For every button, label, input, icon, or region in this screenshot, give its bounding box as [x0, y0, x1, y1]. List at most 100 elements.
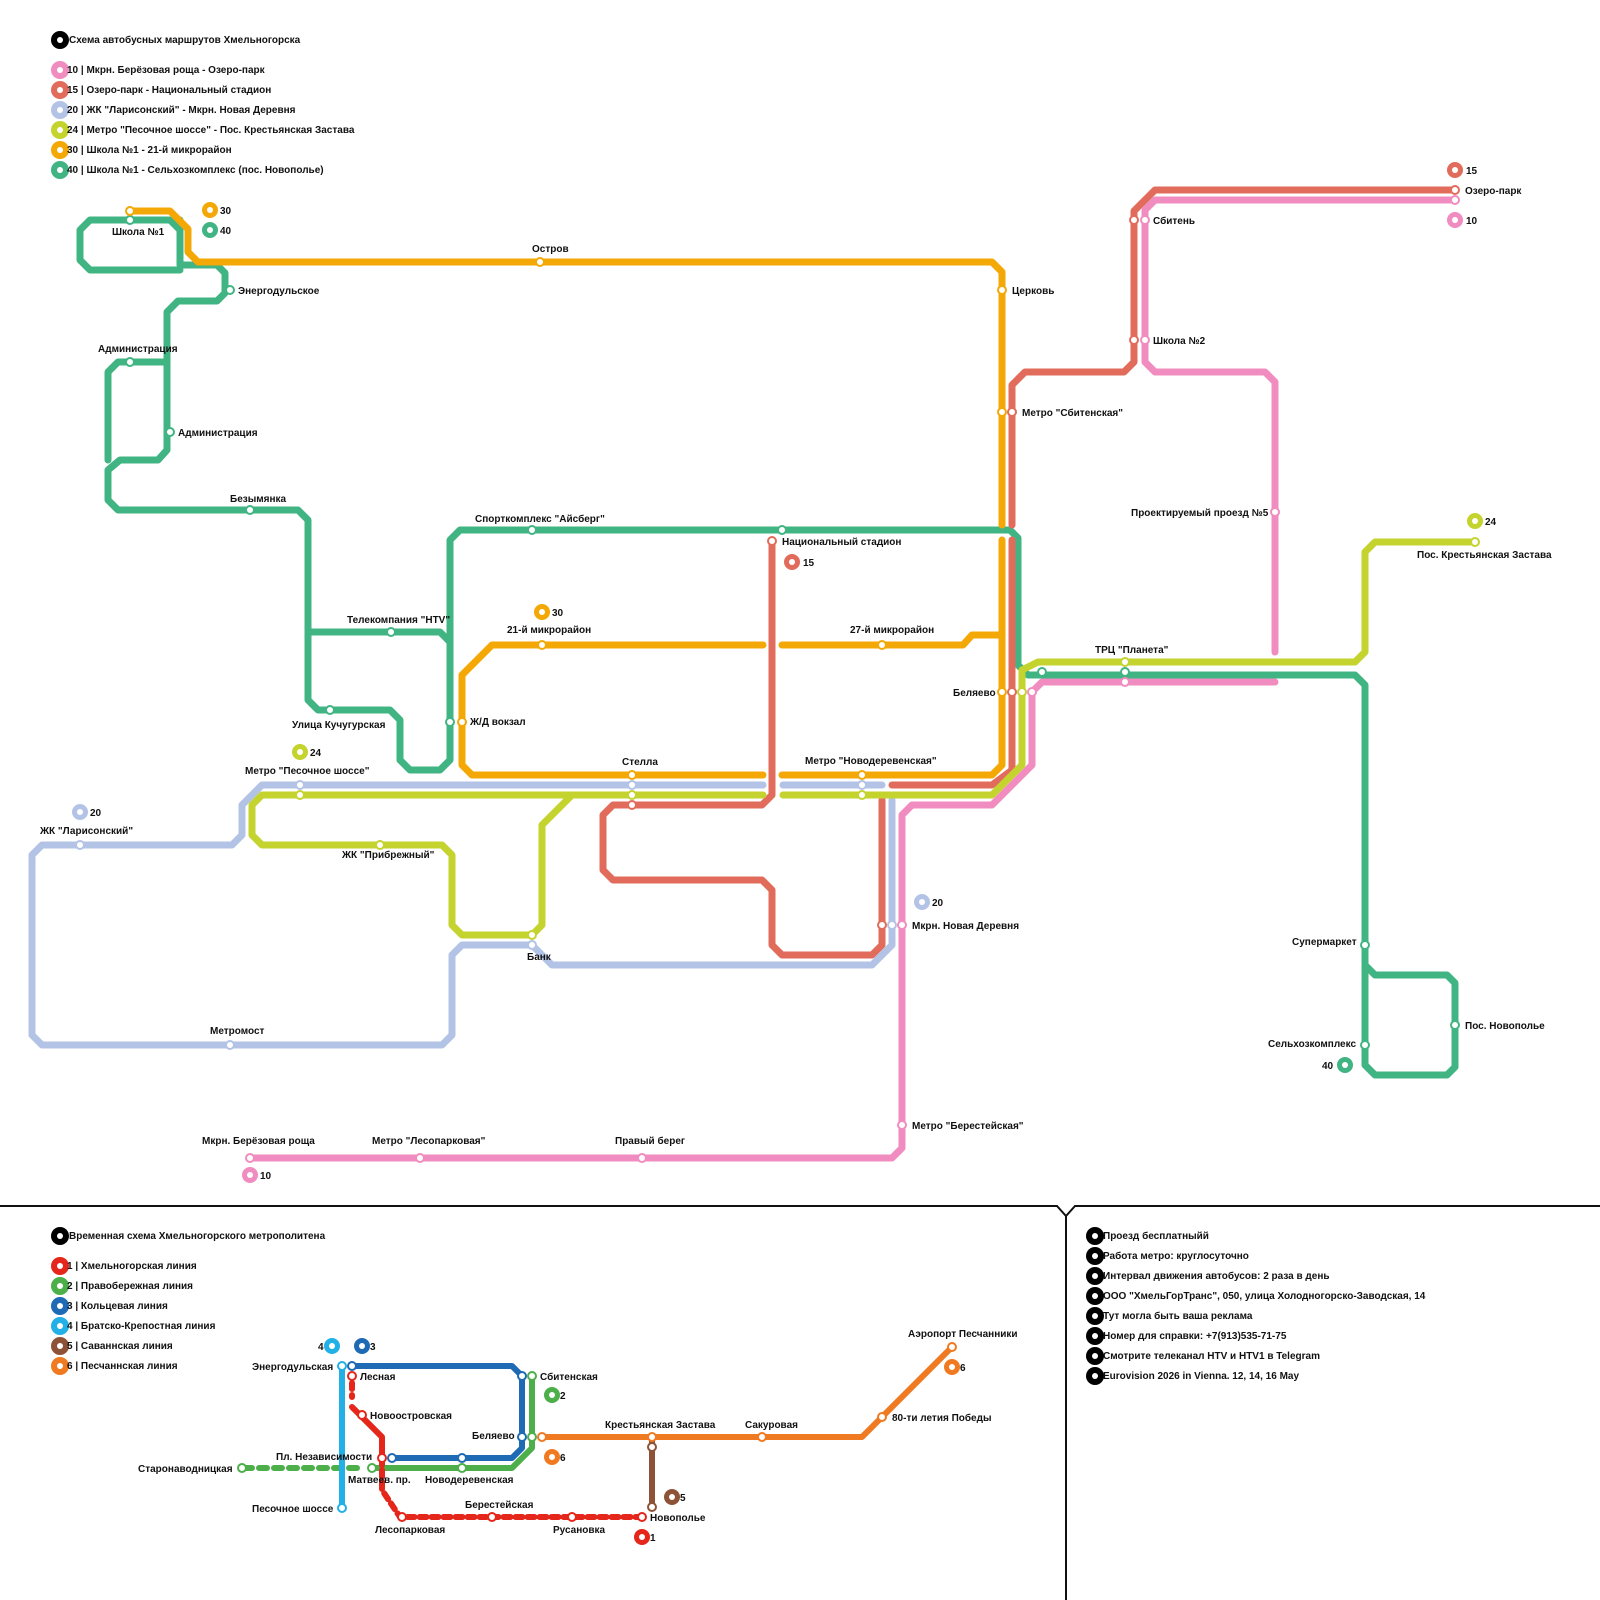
station-belyaevo-6[interactable]	[537, 1432, 547, 1442]
stop-sportkompleks[interactable]	[527, 525, 537, 535]
station-aeroport[interactable]	[947, 1342, 957, 1352]
legend-route-24[interactable]: 24 | Метро "Песочное шоссе" - Пос. Крест…	[51, 121, 355, 139]
terminal-15-ozero[interactable]: 15	[1447, 162, 1478, 178]
terminal-20-lar[interactable]: 20	[72, 804, 102, 820]
legend-metro-4[interactable]: 4 | Братско-Крепостная линия	[51, 1317, 216, 1335]
terminal-40-selhoz[interactable]: 40	[1322, 1057, 1353, 1073]
station-novopole-1[interactable]	[637, 1512, 647, 1522]
stop-ozero-park-10[interactable]	[1450, 195, 1460, 205]
terminal-m6b[interactable]: 6	[944, 1359, 966, 1375]
legend-metro-3[interactable]: 3 | Кольцевая линия	[51, 1297, 168, 1315]
terminal-24-krest[interactable]: 24	[1467, 513, 1497, 529]
station-pl-nezav-3[interactable]	[387, 1453, 397, 1463]
stop-shkola1-30[interactable]	[125, 206, 135, 216]
station-novoder-3[interactable]	[457, 1453, 467, 1463]
station-letie80[interactable]	[877, 1412, 887, 1422]
stop-nd-10[interactable]	[897, 920, 907, 930]
legend-metro-2[interactable]: 2 | Правобережная линия	[51, 1277, 193, 1295]
stop-shkola1[interactable]	[125, 215, 135, 225]
station-staronavodnickaya[interactable]	[237, 1463, 247, 1473]
stop-metro-sbitenskaya-15[interactable]	[1007, 407, 1017, 417]
station-belyaevo-3[interactable]	[517, 1432, 527, 1442]
stop-cerkov[interactable]	[997, 285, 1007, 295]
stop-trc-40b[interactable]	[1037, 667, 1047, 677]
station-energodulskaya[interactable]	[337, 1361, 347, 1371]
station-sbitenskaya-3[interactable]	[517, 1371, 527, 1381]
stop-belyaevo-30[interactable]	[997, 687, 1007, 697]
stop-trc-10[interactable]	[1120, 677, 1130, 687]
stop-zhd-30[interactable]	[457, 717, 467, 727]
terminal-m3[interactable]: 3	[354, 1338, 376, 1354]
station-novoostrovskaya[interactable]	[357, 1410, 367, 1420]
legend-route-40[interactable]: 40 | Школа №1 - Сельхозкомплекс (пос. Но…	[51, 161, 324, 179]
station-lesoparkovaya[interactable]	[397, 1512, 407, 1522]
stop-ostrov[interactable]	[535, 257, 545, 267]
station-krest-6[interactable]	[647, 1432, 657, 1442]
terminal-30-mkr21[interactable]: 30	[534, 604, 564, 620]
stop-stella-15[interactable]	[627, 800, 637, 810]
legend-metro-6[interactable]: 6 | Песчаннская линия	[51, 1357, 178, 1375]
stop-metro-lesopark[interactable]	[415, 1153, 425, 1163]
station-rusanovka[interactable]	[567, 1512, 577, 1522]
terminal-40-shkola[interactable]: 40	[202, 222, 232, 238]
station-lesnaya[interactable]	[347, 1371, 357, 1381]
terminal-30-shkola[interactable]: 30	[202, 202, 232, 218]
stop-sbiten-15[interactable]	[1129, 215, 1139, 225]
legend-metro-1[interactable]: 1 | Хмельногорская линия	[51, 1257, 197, 1275]
terminal-10-berez[interactable]: 10	[242, 1167, 272, 1183]
terminal-m6a[interactable]: 6	[544, 1449, 566, 1465]
stop-pravyi-bereg[interactable]	[637, 1153, 647, 1163]
stop-zhk-prib[interactable]	[375, 840, 385, 850]
stop-energodulskoe[interactable]	[225, 285, 235, 295]
stop-belyaevo-15[interactable]	[1007, 687, 1017, 697]
station-belyaevo-2[interactable]	[527, 1432, 537, 1442]
stop-metromost[interactable]	[225, 1040, 235, 1050]
legend-route-10[interactable]: 10 | Мкрн. Берёзовая роща - Озеро-парк	[51, 61, 266, 79]
stop-administraciya2[interactable]	[165, 427, 175, 437]
stop-bank-24[interactable]	[527, 930, 537, 940]
stop-bezymyanka[interactable]	[245, 505, 255, 515]
stop-administraciya1[interactable]	[125, 357, 135, 367]
stop-nacstadion-15[interactable]	[767, 536, 777, 546]
stop-belyaevo-24[interactable]	[1017, 687, 1027, 697]
stop-metro-pesochnoe-20[interactable]	[295, 780, 305, 790]
station-berestejskaya[interactable]	[487, 1512, 497, 1522]
stop-metro-novoder-24[interactable]	[857, 790, 867, 800]
stop-stella-20[interactable]	[627, 780, 637, 790]
terminal-10-ozero[interactable]: 10	[1447, 212, 1478, 228]
stop-metro-sbitenskaya-30[interactable]	[997, 407, 1007, 417]
stop-zhk-lar[interactable]	[75, 840, 85, 850]
stop-shkola2-15[interactable]	[1129, 335, 1139, 345]
stop-nd-20[interactable]	[887, 920, 897, 930]
stop-supermarket[interactable]	[1360, 940, 1370, 950]
stop-telekompaniya[interactable]	[386, 627, 396, 637]
terminal-m1[interactable]: 1	[634, 1529, 656, 1545]
stop-shkola2-10[interactable]	[1140, 335, 1150, 345]
station-pl-nezav-1[interactable]	[377, 1453, 387, 1463]
stop-bank-20[interactable]	[527, 940, 537, 950]
terminal-20-nd[interactable]: 20	[914, 894, 944, 910]
terminal-m2[interactable]: 2	[544, 1387, 566, 1403]
stop-trc-40[interactable]	[1120, 667, 1130, 677]
station-krest-5[interactable]	[647, 1442, 657, 1452]
terminal-15-stadion[interactable]: 15	[784, 554, 815, 570]
stop-trc-24[interactable]	[1120, 657, 1130, 667]
stop-metro-novoder-20[interactable]	[857, 780, 867, 790]
stop-krest-zastava[interactable]	[1470, 537, 1480, 547]
terminal-24-pesochnoe[interactable]: 24	[292, 744, 322, 760]
stop-berez-roshcha[interactable]	[245, 1153, 255, 1163]
stop-zhd-40[interactable]	[445, 717, 455, 727]
stop-sbiten-10[interactable]	[1140, 215, 1150, 225]
terminal-m4[interactable]: 4	[318, 1338, 340, 1354]
station-matveev[interactable]	[367, 1463, 377, 1473]
stop-ozero-park-15[interactable]	[1450, 185, 1460, 195]
stop-mkr21[interactable]	[537, 640, 547, 650]
stop-selhoz[interactable]	[1360, 1040, 1370, 1050]
station-energodulskaya-3[interactable]	[347, 1361, 357, 1371]
stop-metro-berest[interactable]	[897, 1120, 907, 1130]
terminal-m5[interactable]: 5	[664, 1489, 686, 1505]
stop-kuchugurskaya[interactable]	[325, 705, 335, 715]
legend-route-20[interactable]: 20 | ЖК "Ларисонский" - Мкрн. Новая Дере…	[51, 101, 296, 119]
legend-route-15[interactable]: 15 | Озеро-парк - Национальный стадион	[51, 81, 271, 99]
stop-nacstadion-40[interactable]	[777, 525, 787, 535]
